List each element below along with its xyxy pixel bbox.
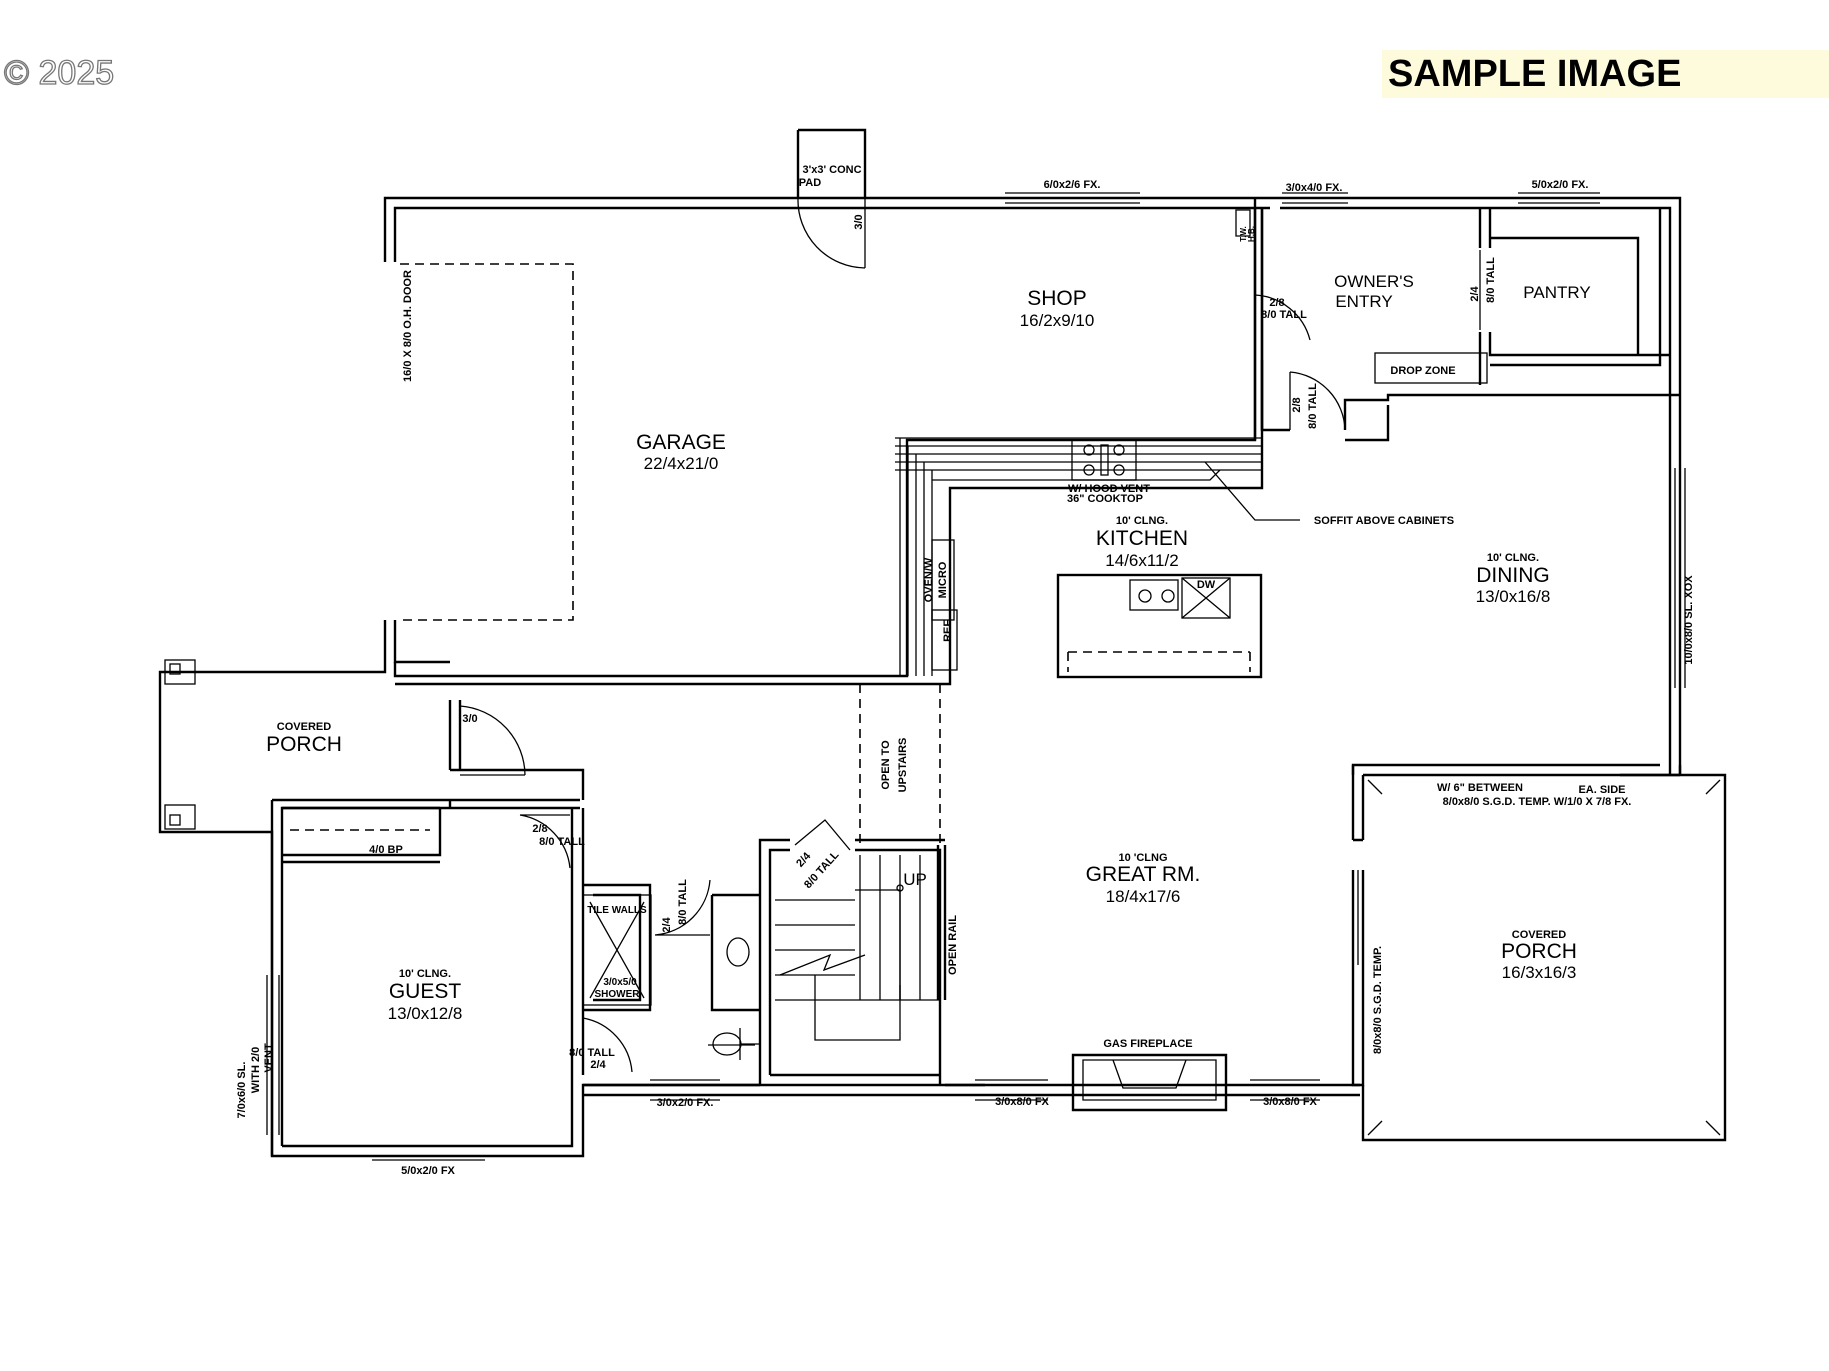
pantry-door-2: 8/0 TALL bbox=[1485, 257, 1497, 303]
guest-window-2: WITH 2/0 bbox=[250, 1047, 262, 1093]
hood-vent-label: W/ HOOD VENT bbox=[1068, 483, 1150, 495]
room-labels: GARAGE 22/4x21/0 SHOP 16/2x9/10 OWNER'S … bbox=[266, 272, 1591, 1023]
entry-door-a-1: 2/8 bbox=[1269, 297, 1284, 309]
stair-door-1: 2/4 bbox=[794, 850, 814, 870]
watermark-box bbox=[1382, 50, 1829, 98]
closet-label: 4/0 BP bbox=[369, 844, 403, 856]
micro-label: MICRO bbox=[937, 561, 949, 598]
kitchen-name: KITCHEN bbox=[1096, 527, 1188, 550]
annotations: 3'x3' CONC PAD 3/0 6/0x2/6 FX. 3/0x4/0 F… bbox=[236, 164, 1695, 1177]
cooktop-label: 36" COOKTOP bbox=[1067, 493, 1143, 505]
great-room-name: GREAT RM. bbox=[1086, 863, 1201, 886]
tile-walls-label: TILE WALLS bbox=[587, 905, 647, 916]
open-upstairs-2: UPSTAIRS bbox=[897, 738, 909, 793]
guest-window-1: 7/0x6/0 SL. bbox=[236, 1062, 248, 1119]
porch-west-name: PORCH bbox=[266, 733, 342, 756]
porch-door-label: 3/0 bbox=[462, 713, 477, 725]
shower-size-label: 3/0x5/0 bbox=[603, 977, 637, 988]
pantry-door-1: 2/4 bbox=[1469, 285, 1481, 301]
kitchen-ceiling: 10' CLNG. bbox=[1116, 515, 1168, 527]
great-room-ceiling: 10 'CLNG bbox=[1118, 852, 1167, 864]
dining-dims: 13/0x16/8 bbox=[1476, 587, 1551, 606]
porch-east-small: COVERED bbox=[1512, 929, 1566, 941]
dining-name: DINING bbox=[1476, 564, 1550, 587]
shop-name: SHOP bbox=[1027, 287, 1087, 310]
bath2-door-2: 2/4 bbox=[590, 1059, 606, 1071]
bath-door-2: 8/0 TALL bbox=[677, 879, 689, 925]
overhead-door-label: 16/0 X 8/0 O.H. DOOR bbox=[402, 270, 414, 382]
open-upstairs-1: OPEN TO bbox=[880, 740, 892, 790]
copyright-text: © 2025 bbox=[4, 54, 114, 92]
guest-name: GUEST bbox=[389, 980, 462, 1003]
guest-dims: 13/0x12/8 bbox=[388, 1004, 463, 1023]
sgd-note-1: W/ 6" BETWEEN bbox=[1437, 782, 1523, 794]
guest-door-1: 2/8 bbox=[532, 823, 547, 835]
dining-window-label: 10/0x8/0 SL. XOX bbox=[1683, 575, 1695, 665]
water-heater-label-1: T.W. bbox=[1239, 226, 1248, 242]
water-heater-label-2: H.B. bbox=[1247, 226, 1256, 242]
kitchen-dims: 14/6x11/2 bbox=[1105, 551, 1178, 570]
window-entry-label: 3/0x4/0 FX. bbox=[1286, 182, 1343, 194]
porch-west-small: COVERED bbox=[277, 721, 331, 733]
great-room-dims: 18/4x17/6 bbox=[1106, 887, 1181, 906]
sgd-note-2: EA. SIDE bbox=[1578, 784, 1625, 796]
drop-zone-label: DROP ZONE bbox=[1390, 365, 1455, 377]
oven-label: OVEN/W bbox=[923, 557, 935, 602]
guest-window-3: VENT bbox=[263, 1043, 275, 1073]
conc-pad-label-2: PAD bbox=[799, 177, 821, 189]
bath-door-1: 2/4 bbox=[661, 916, 673, 932]
window-shop-label: 6/0x2/6 FX. bbox=[1044, 179, 1101, 191]
window-great-2-label: 3/0x8/0 FX bbox=[1263, 1096, 1317, 1108]
garage-dims: 22/4x21/0 bbox=[644, 454, 719, 473]
guest-door-2: 8/0 TALL bbox=[539, 836, 585, 848]
shower-label: SHOWER bbox=[595, 989, 641, 1000]
stairs-up-label: UP bbox=[903, 870, 927, 889]
dishwasher-label: DW bbox=[1197, 579, 1216, 591]
entry-door-b-2: 8/0 TALL bbox=[1307, 383, 1319, 429]
ref-label: REF. bbox=[942, 618, 954, 642]
conc-pad-label-1: 3'x3' CONC bbox=[802, 164, 861, 176]
gas-fireplace-label: GAS FIREPLACE bbox=[1103, 1038, 1192, 1050]
soffit-label: SOFFIT ABOVE CABINETS bbox=[1314, 515, 1454, 527]
shop-door-label: 3/0 bbox=[853, 214, 865, 229]
owners-entry-line2: ENTRY bbox=[1335, 292, 1392, 311]
bath2-door-1: 8/0 TALL bbox=[569, 1047, 615, 1059]
porch-east-dims: 16/3x16/3 bbox=[1502, 963, 1577, 982]
sgd-note-3: 8/0x8/0 S.G.D. TEMP. W/1/0 X 7/8 FX. bbox=[1443, 796, 1632, 808]
porch-east-name: PORCH bbox=[1501, 940, 1577, 963]
window-bath-label: 3/0x2/0 FX. bbox=[657, 1097, 714, 1109]
dining-ceiling: 10' CLNG. bbox=[1487, 552, 1539, 564]
garage-name: GARAGE bbox=[636, 431, 726, 454]
pantry-name: PANTRY bbox=[1523, 283, 1590, 302]
entry-door-b-1: 2/8 bbox=[1291, 397, 1303, 412]
sgd-east-label: 8/0x8/0 S.G.D. TEMP. bbox=[1372, 946, 1384, 1054]
window-great-1-label: 3/0x8/0 FX bbox=[995, 1096, 1049, 1108]
guest-window-bottom-label: 5/0x2/0 FX bbox=[401, 1165, 455, 1177]
entry-door-a-2: 8/0 TALL bbox=[1261, 309, 1307, 321]
window-pantry-label: 5/0x2/0 FX. bbox=[1532, 179, 1589, 191]
watermark-text: SAMPLE IMAGE bbox=[1388, 53, 1681, 95]
open-rail-label: OPEN RAIL bbox=[947, 915, 959, 975]
walls bbox=[158, 128, 1727, 1161]
shop-dims: 16/2x9/10 bbox=[1020, 311, 1095, 330]
guest-ceiling: 10' CLNG. bbox=[399, 968, 451, 980]
owners-entry-line1: OWNER'S bbox=[1334, 272, 1414, 291]
